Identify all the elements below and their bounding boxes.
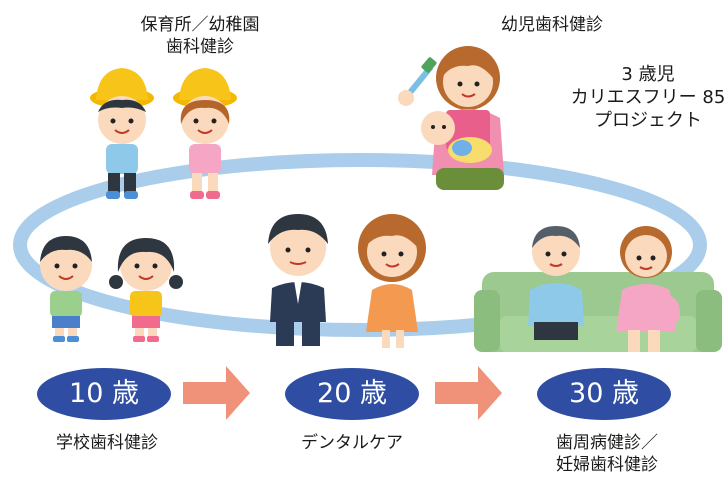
periodontal-checkup-label: 歯周病健診／ 妊婦歯科健診 (522, 432, 692, 476)
nursery-label-line1: 保育所／幼稚園 (140, 15, 260, 35)
school-checkup-label: 学校歯科健診 (56, 433, 158, 453)
perio-label-line1: 歯周病健診／ (556, 433, 658, 453)
preschool-children-icon (90, 68, 237, 199)
age-badge-10: 10 歳 (37, 368, 171, 420)
caries-free-project-label: 3 歳児 カリエスフリー 85 プロジェクト (568, 63, 728, 132)
nursery-checkup-label: 保育所／幼稚園 歯科健診 (120, 14, 280, 58)
mother-with-baby-icon (421, 46, 504, 190)
project-label-line2: カリエスフリー 85 (570, 87, 726, 108)
cycle-ring (13, 153, 707, 337)
project-label-line1: 3 歳児 (621, 64, 675, 85)
perio-label-line2: 妊婦歯科健診 (556, 455, 658, 475)
arrow-20-to-30 (435, 366, 502, 420)
age-badge-20: 20 歳 (285, 368, 419, 420)
arrow-10-to-20 (183, 366, 250, 420)
toothbrush-icon (398, 57, 437, 106)
dental-care-label: デンタルケア (301, 433, 403, 453)
school-children-icon (40, 236, 183, 342)
couple-on-sofa-icon (474, 226, 722, 352)
young-adults-icon (268, 214, 426, 348)
age-badge-30: 30 歳 (537, 368, 671, 420)
infant-checkup-label: 幼児歯科健診 (501, 15, 603, 35)
nursery-label-line2: 歯科健診 (166, 37, 234, 57)
project-label-line3: プロジェクト (594, 110, 702, 131)
